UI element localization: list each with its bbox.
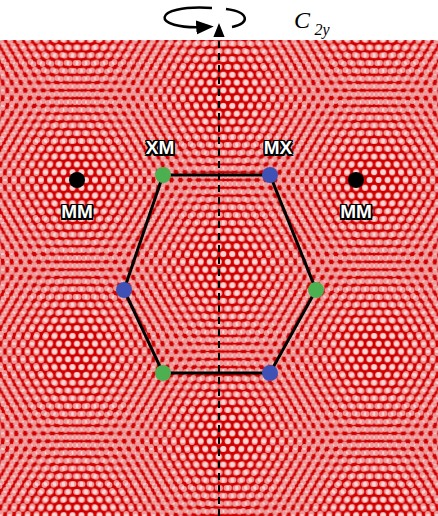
xm-site bbox=[155, 167, 171, 183]
mx-site bbox=[116, 282, 132, 298]
top-layer bbox=[0, 40, 438, 516]
moire-cell bbox=[124, 175, 316, 373]
mx-site bbox=[262, 167, 278, 183]
bottom-layer bbox=[0, 40, 438, 516]
rotation-axis bbox=[218, 30, 220, 516]
lattice-ground bbox=[0, 40, 438, 516]
site-label: MM bbox=[61, 201, 93, 223]
rotation-arrow bbox=[165, 8, 212, 28]
xm-site bbox=[155, 365, 171, 381]
mm-site bbox=[348, 172, 364, 188]
xm-site bbox=[308, 282, 324, 298]
symmetry-symbol: C bbox=[294, 7, 310, 34]
symmetry-subscript: 2y bbox=[314, 21, 329, 39]
site-label: MX bbox=[264, 137, 293, 159]
rotation-arrow bbox=[226, 9, 245, 27]
mm-site bbox=[69, 172, 85, 188]
site-label: MM bbox=[340, 201, 372, 223]
mx-site bbox=[262, 365, 278, 381]
site-label: XM bbox=[146, 137, 175, 159]
